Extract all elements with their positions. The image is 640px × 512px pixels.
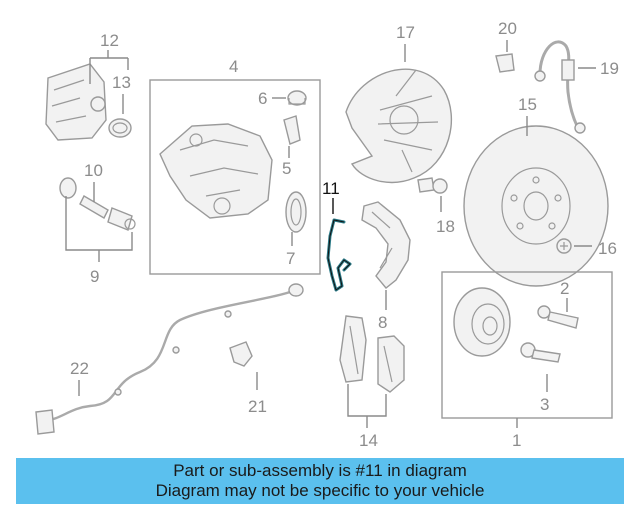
- part-1-wheel-hub[interactable]: [453, 287, 511, 357]
- callout-6: 6: [258, 89, 267, 108]
- part-21-sensor-bracket[interactable]: [229, 341, 253, 367]
- callout-8: 8: [378, 313, 387, 332]
- callout-13: 13: [112, 73, 131, 92]
- part-4-caliper[interactable]: [159, 123, 273, 219]
- part-5-bleeder-valve[interactable]: [283, 115, 301, 145]
- part-8-caliper-bracket[interactable]: [361, 201, 411, 289]
- part-2-hub-bolt[interactable]: [537, 305, 579, 329]
- banner-line-2: Diagram may not be specific to your vehi…: [155, 481, 485, 500]
- callout-5: 5: [282, 159, 291, 178]
- part-11-outline: [327, 219, 351, 291]
- callout-10: 10: [84, 161, 103, 180]
- part-18-shield-bolt[interactable]: [417, 177, 448, 194]
- callout-9: 9: [90, 267, 99, 286]
- part-6-bleeder-cap[interactable]: [287, 90, 307, 106]
- caliper-assembly-box: [149, 79, 321, 275]
- part-12-brake-motor[interactable]: [45, 63, 107, 141]
- part-15-brake-rotor[interactable]: [463, 125, 609, 287]
- callout-17: 17: [396, 23, 415, 42]
- banner-line-1: Part or sub-assembly is #11 in diagram: [173, 461, 467, 480]
- callout-19: 19: [600, 59, 619, 78]
- part-14-brake-pads[interactable]: [339, 315, 405, 393]
- part-13-seal-ring[interactable]: [108, 118, 132, 138]
- leader-14: [347, 384, 387, 428]
- part-3-axle-bolt[interactable]: [520, 342, 561, 363]
- callout-14: 14: [359, 431, 378, 450]
- callout-15: 15: [518, 95, 537, 114]
- callout-16: 16: [598, 239, 617, 258]
- callout-22: 22: [70, 359, 89, 378]
- callout-20: 20: [498, 19, 517, 38]
- callout-21: 21: [248, 397, 267, 416]
- callout-18: 18: [436, 217, 455, 236]
- callout-2: 2: [560, 279, 569, 298]
- parts-diagram: 12 13 10 9 4 6 5 7: [35, 19, 619, 450]
- leader-9: [65, 196, 133, 262]
- part-22-speed-sensor-harness[interactable]: [35, 283, 304, 435]
- part-7-piston-seal[interactable]: [285, 191, 307, 233]
- part-10-guide-pin[interactable]: [59, 177, 136, 231]
- callout-3: 3: [540, 395, 549, 414]
- leader-12: [89, 50, 129, 84]
- hub-assembly-box: [441, 271, 613, 419]
- part-19-brake-hose[interactable]: [534, 40, 586, 134]
- part-17-dust-shield[interactable]: [345, 68, 452, 184]
- callout-7: 7: [286, 249, 295, 268]
- callout-12: 12: [100, 31, 119, 50]
- callout-1: 1: [512, 431, 521, 450]
- callout-4: 4: [229, 57, 238, 76]
- part-16-rotor-screw[interactable]: [556, 238, 572, 254]
- callout-11: 11: [322, 179, 340, 198]
- part-20-hose-clip[interactable]: [495, 53, 515, 73]
- info-banner: Part or sub-assembly is #11 in diagram D…: [16, 458, 624, 504]
